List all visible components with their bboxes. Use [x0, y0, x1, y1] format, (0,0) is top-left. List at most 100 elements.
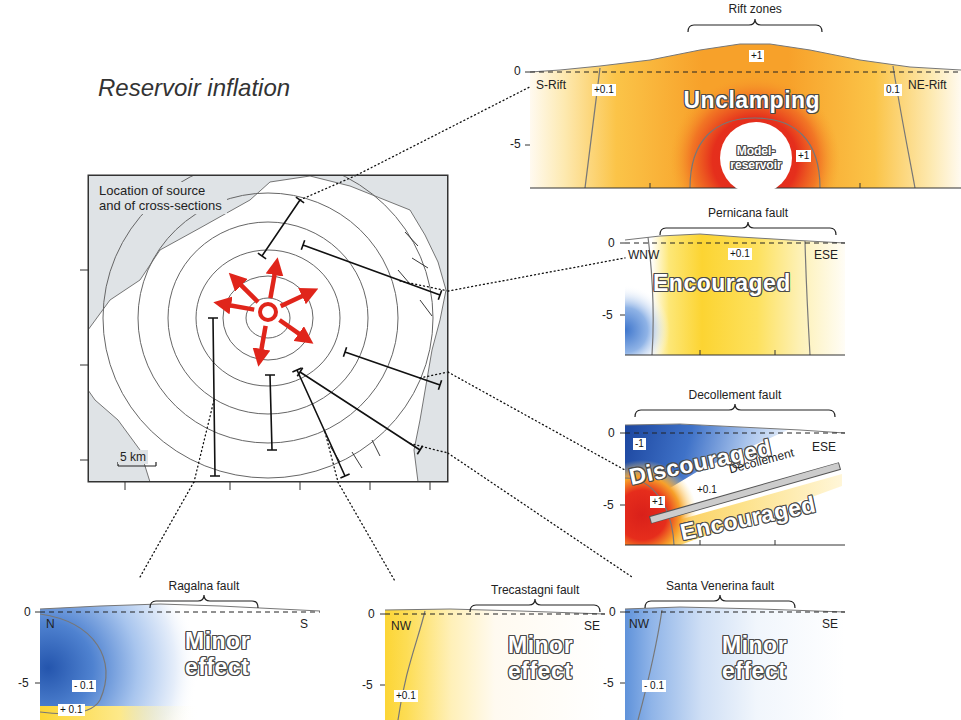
section-line — [292, 368, 349, 478]
leader-connector — [448, 453, 632, 577]
direction-label: ESE — [814, 248, 838, 262]
rift-section — [530, 40, 961, 190]
contour-value: +1 — [749, 50, 764, 62]
contour-value: + 0.1 — [58, 704, 85, 716]
location-map — [80, 158, 448, 490]
fault-heading: Ragalna fault — [169, 579, 240, 593]
fault-heading: Trecastagni fault — [491, 583, 579, 597]
pernicana-section — [625, 234, 845, 243]
sea-level-line — [625, 243, 845, 244]
direction-label: N — [46, 617, 55, 631]
ragalna-section — [40, 600, 320, 720]
axis-label: -5 — [362, 678, 373, 692]
ragalna-section — [40, 604, 320, 611]
section-line — [301, 240, 441, 299]
section-line — [258, 197, 304, 259]
contour-value: +0.1 — [728, 248, 752, 260]
reservoir-label: Model- reservoir — [724, 144, 788, 172]
inflation-arrow — [227, 305, 255, 310]
effect-label: Encouraged — [653, 270, 791, 296]
effect-label: Minor effect — [508, 632, 598, 684]
decollement-section — [625, 424, 842, 550]
santa-venerina-section — [620, 595, 845, 720]
leader-connector — [357, 87, 530, 175]
contour-value: +0.1 — [695, 484, 719, 496]
cross-section-panel: Santa Venerina faultMinor effect — [625, 577, 850, 720]
fault-heading: Rift zones — [729, 2, 782, 16]
axis-label: 0 — [24, 605, 31, 619]
bracket — [635, 404, 835, 417]
contour-line — [40, 614, 106, 714]
inflation-arrow — [227, 271, 307, 354]
bracket — [660, 222, 836, 235]
axis-label: 0 — [608, 236, 615, 250]
contour-line — [103, 175, 433, 478]
axis-line — [620, 433, 845, 545]
contour-line — [805, 241, 810, 355]
section-line — [343, 347, 441, 389]
contour-value: +1 — [650, 496, 665, 508]
axis-label: -5 — [603, 676, 614, 690]
contour-value: 0.1 — [884, 84, 902, 96]
effect-label: Minor effect — [185, 628, 275, 680]
axis-label: 0 — [609, 605, 616, 619]
section-line — [208, 318, 220, 476]
santa-venerina-section — [625, 607, 845, 612]
bracket — [645, 595, 795, 608]
direction-label: NW — [629, 617, 649, 631]
section-line — [208, 197, 442, 478]
inflation-arrow — [280, 320, 303, 336]
cross-section-panel: Ragalna faultMinor effect — [40, 577, 325, 720]
direction-label: WNW — [628, 248, 659, 262]
inflation-arrow — [270, 271, 275, 299]
sea-level-line — [530, 72, 961, 73]
contour-line — [648, 237, 810, 355]
ragalna-section — [40, 600, 320, 720]
pernicana-section — [620, 222, 845, 360]
direction-label: SE — [822, 617, 838, 631]
sea-level-line — [625, 612, 845, 613]
contour-line — [138, 193, 398, 443]
cross-section-panel: Trecastagni faultMinor effect — [385, 581, 610, 720]
bracket — [150, 595, 258, 608]
axis-label: -5 — [18, 676, 29, 690]
bracket — [688, 19, 822, 32]
sea-level-line — [385, 614, 605, 615]
axis-label: -5 — [602, 308, 613, 322]
source-symbol — [227, 271, 307, 354]
sea-level-line — [625, 433, 845, 434]
axis-label: 0 — [368, 607, 375, 621]
axis-label: 0 — [514, 64, 521, 78]
direction-label: S-Rift — [536, 78, 566, 92]
location-map — [88, 176, 446, 482]
fault-heading: Pernicana fault — [708, 206, 788, 220]
decollement-section — [620, 404, 845, 550]
rift-section — [530, 44, 961, 72]
map-tick — [80, 270, 430, 490]
contour-line — [168, 222, 368, 414]
contour-value: - 0.1 — [72, 680, 96, 692]
inflation-arrow — [281, 294, 306, 306]
contour-line — [223, 276, 313, 360]
fault-heading: Santa Venerina fault — [666, 579, 774, 593]
inflation-arrow — [261, 326, 266, 354]
contour-line — [103, 175, 433, 478]
ragalna-section — [35, 595, 320, 720]
sea-level-line — [40, 612, 320, 613]
leader-connector — [448, 258, 625, 291]
location-map — [88, 175, 446, 482]
inflation-arrow — [238, 282, 258, 302]
fault-heading: Decollement fault — [689, 388, 782, 402]
scale-label: 5 km — [118, 450, 148, 464]
contour-value: - 0.1 — [642, 680, 666, 692]
bracket — [470, 599, 600, 612]
leader-connector — [448, 372, 625, 470]
contour-value: +0.1 — [394, 690, 418, 702]
leader-line — [194, 175, 448, 482]
map-caption: Location of source and of cross-sections — [97, 182, 227, 214]
axis-label: 0 — [608, 426, 615, 440]
source-symbol — [260, 304, 276, 320]
santa-venerina-section — [625, 607, 845, 720]
axis-label: -5 — [510, 137, 521, 151]
leader-connector — [140, 482, 194, 577]
